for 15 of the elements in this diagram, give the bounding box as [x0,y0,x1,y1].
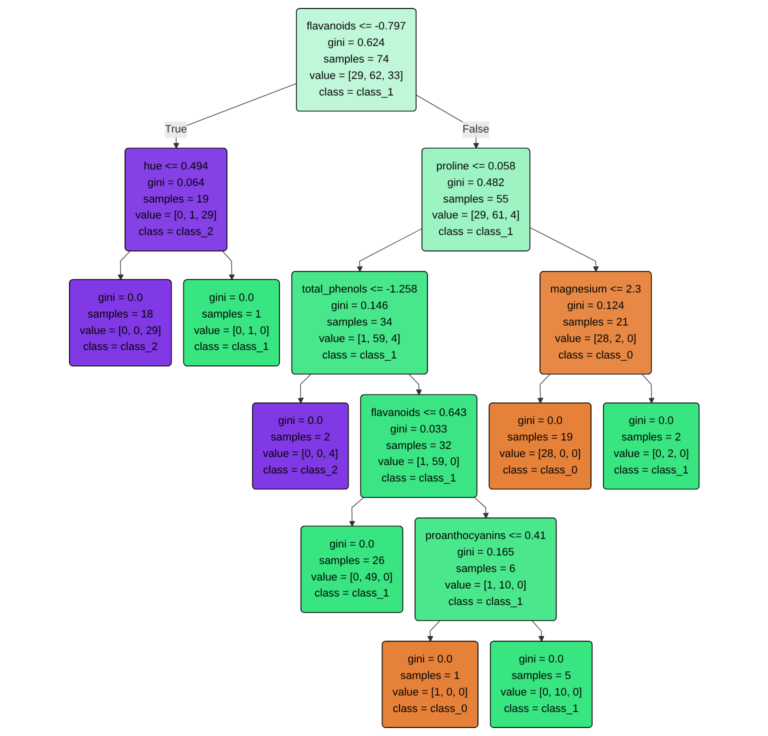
arrow [172,83,297,149]
arrow [348,497,364,527]
arrow [532,620,544,642]
arrow [408,374,422,396]
arrow [117,250,130,280]
arrow [537,374,550,404]
edge-label: False [462,124,489,136]
edge-label: True [164,124,187,136]
arrow [474,497,489,519]
arrow [426,620,440,642]
arrow [222,250,234,280]
arrow [356,228,422,272]
arrow [642,374,654,404]
arrow [297,374,311,404]
arrow [530,227,599,272]
